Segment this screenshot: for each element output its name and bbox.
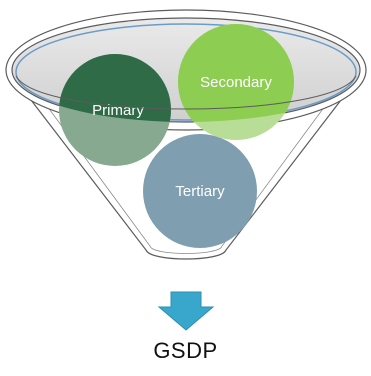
secondary-label: Secondary [200,74,272,91]
secondary-circle-rim-part [178,24,294,122]
primary-circle-rim-part [59,54,171,122]
funnel-rim-front-edge [15,75,357,110]
output-label: GSDP [153,338,218,363]
down-arrow-icon [157,291,215,331]
tertiary-label: Tertiary [175,183,225,200]
funnel-body-inner-line [21,71,351,254]
funnel-rim-highlight [15,23,357,121]
tertiary-circle [143,134,257,248]
primary-label: Primary [92,102,144,119]
